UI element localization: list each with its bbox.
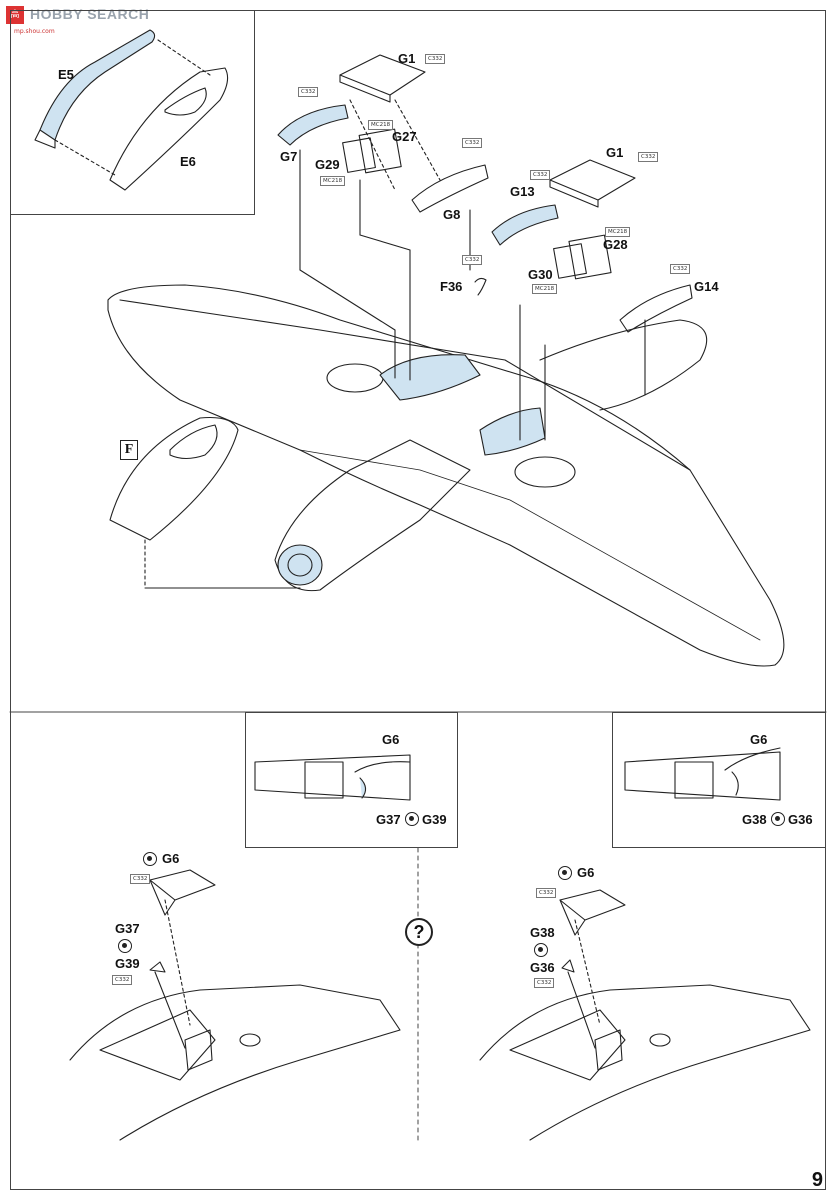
label-g27: G27 — [392, 129, 417, 144]
tag-mc218: MC218 — [605, 227, 631, 237]
optional-part-icon — [118, 939, 132, 953]
tag-mc218: MC218 — [368, 120, 394, 130]
tag-c332: C332 — [130, 874, 151, 884]
optional-part-icon — [534, 943, 548, 957]
inset-e5-e6-frame — [10, 10, 255, 215]
label-g1-right: G1 — [606, 145, 624, 160]
optional-part-icon — [558, 866, 572, 880]
label-g1-left: G1 — [398, 51, 416, 66]
tag-c332: C332 — [670, 264, 691, 274]
tag-c332: C332 — [530, 170, 551, 180]
label-g38-bottom: G38 — [530, 925, 555, 940]
label-g28: G28 — [603, 237, 628, 252]
label-g29: G29 — [315, 157, 340, 172]
page-number: 9 — [811, 1169, 823, 1191]
label-e6: E6 — [180, 154, 196, 169]
tag-c332: C332 — [462, 255, 483, 265]
tag-c332: C332 — [638, 152, 659, 162]
label-g36-bottom: G36 — [530, 960, 555, 975]
tag-c332: C332 — [462, 138, 483, 148]
label-g8: G8 — [443, 207, 461, 222]
label-e5: E5 — [58, 67, 74, 82]
page-frame — [10, 10, 826, 1190]
label-g38-inset: G38 — [742, 812, 767, 827]
optional-part-icon — [143, 852, 157, 866]
label-g39-bottom: G39 — [115, 956, 140, 971]
label-g37-bottom: G37 — [115, 921, 140, 936]
label-g7: G7 — [280, 149, 298, 164]
tag-c332: C332 — [425, 54, 446, 64]
optional-part-icon — [771, 812, 785, 826]
label-g13: G13 — [510, 184, 535, 199]
label-g14: G14 — [694, 279, 719, 294]
optional-part-icon — [405, 812, 419, 826]
tag-c332: C332 — [536, 888, 557, 898]
watermark-site: mp.shou.com — [14, 28, 55, 35]
label-f36: F36 — [440, 279, 463, 294]
tag-c332: C332 — [112, 975, 133, 985]
label-g6-bottom-right: G6 — [577, 865, 595, 880]
section-marker-f: F — [120, 440, 138, 460]
label-g37-inset: G37 — [376, 812, 401, 827]
tag-mc218: MC218 — [532, 284, 558, 294]
label-g36-inset: G36 — [788, 812, 813, 827]
tag-c332: C332 — [298, 87, 319, 97]
label-g30: G30 — [528, 267, 553, 282]
tag-mc218: MC218 — [320, 176, 346, 186]
label-g6-inset-left: G6 — [382, 732, 400, 747]
label-g6-bottom-left: G6 — [162, 851, 180, 866]
label-g6-inset-right: G6 — [750, 732, 768, 747]
label-g39-inset: G39 — [422, 812, 447, 827]
tag-c332: C332 — [534, 978, 555, 988]
question-marker: ? — [405, 918, 433, 946]
